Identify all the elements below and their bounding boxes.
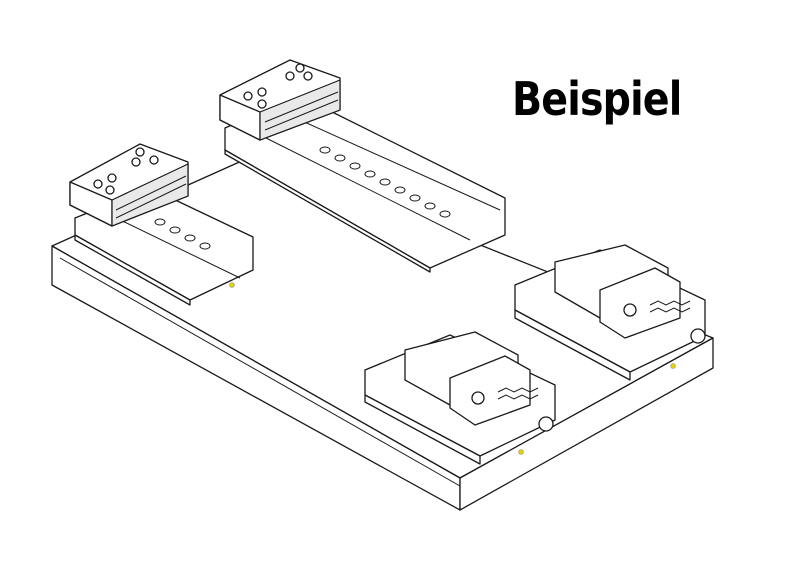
- bolt-hole-icon: [131, 157, 141, 167]
- right-vise-moving-jaw: [599, 267, 681, 339]
- bolt-hole-icon: [257, 99, 267, 109]
- rear-vise-slot-holes: [319, 146, 451, 218]
- marker-dot: [670, 363, 676, 369]
- bolt-hole-icon: [295, 63, 305, 73]
- right-vise-spindle: [649, 300, 706, 344]
- marker-dot: [229, 282, 235, 288]
- bolt-hole-icon: [285, 71, 295, 81]
- front-vise-moving-jaw: [449, 355, 531, 426]
- bolt-hole-icon: [243, 91, 253, 101]
- left-vise-slot-holes: [154, 218, 211, 250]
- long-jaw-vise-rear: [219, 59, 506, 390]
- marker-dot: [518, 449, 524, 455]
- long-jaw-vise-left: [69, 143, 254, 306]
- bolt-hole-icon: [303, 71, 313, 81]
- compact-vise-front: [364, 331, 556, 465]
- base-plate-side-face: [459, 337, 714, 511]
- bolt-hole-icon: [93, 179, 103, 189]
- bolt-hole-icon: [135, 147, 145, 157]
- bolt-hole-icon: [107, 173, 117, 183]
- compact-vise-right: [514, 244, 706, 381]
- front-vise-spindle: [497, 387, 554, 432]
- bolt-hole-icon: [149, 155, 159, 165]
- page-title: Beispiel: [512, 72, 682, 126]
- bolt-hole-icon: [257, 87, 267, 97]
- bolt-hole-icon: [105, 185, 115, 195]
